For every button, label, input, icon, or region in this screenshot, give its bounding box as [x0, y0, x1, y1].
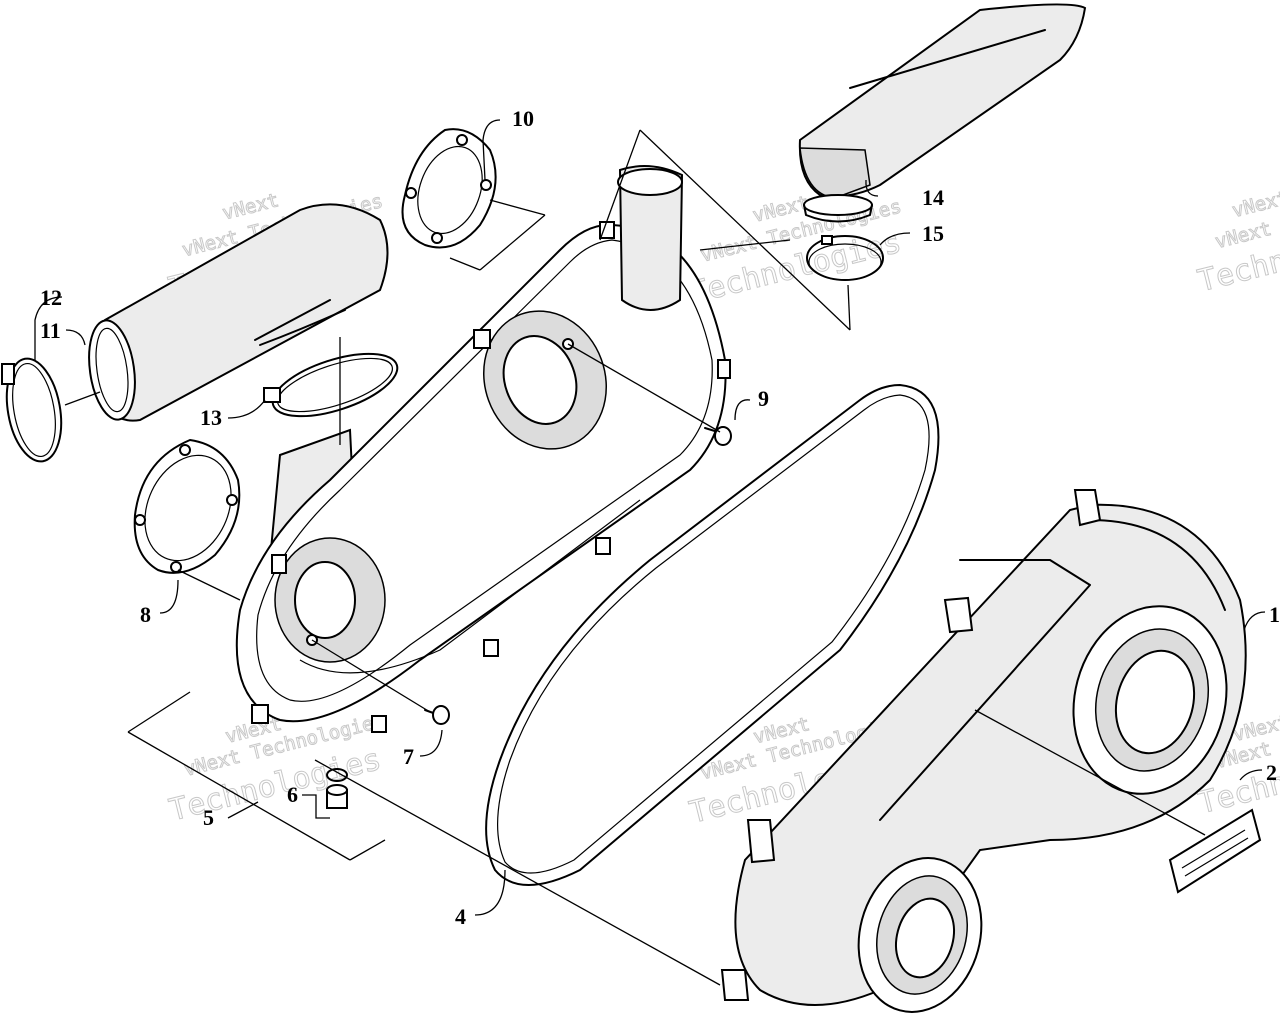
inner-clutch-cover — [235, 165, 731, 733]
callout-8: 8 — [140, 602, 151, 627]
callout-7: 7 — [403, 744, 414, 769]
callout-labels: 1 2 4 5 6 7 8 9 10 11 12 13 14 15 — [40, 106, 1280, 929]
gasket-part-8 — [133, 438, 241, 574]
callout-9: 9 — [758, 386, 769, 411]
intake-duct-part-14 — [798, 3, 1087, 223]
callout-2: 2 — [1266, 760, 1277, 785]
callout-5: 5 — [203, 805, 214, 830]
drain-plug-part-6 — [326, 768, 348, 809]
callout-10: 10 — [512, 106, 534, 131]
callout-13: 13 — [200, 405, 222, 430]
screw-part-9 — [704, 426, 732, 446]
callout-1: 1 — [1269, 602, 1280, 627]
callout-11: 11 — [40, 318, 61, 343]
decal-part-2 — [1168, 808, 1262, 894]
leader-lines — [34, 119, 1266, 916]
callout-4: 4 — [455, 904, 466, 929]
callout-6: 6 — [287, 782, 298, 807]
drive-belt-part-4 — [485, 384, 940, 886]
explosion-lines — [64, 129, 1206, 986]
outer-clutch-cover-part-1 — [720, 489, 1247, 1013]
watermark-group-2: vNext vNext Technologies Technologies — [685, 191, 905, 312]
callout-12: 12 — [40, 285, 62, 310]
clamp-part-13 — [263, 352, 399, 418]
gasket-part-10 — [401, 128, 497, 249]
screw-part-7 — [424, 705, 450, 725]
clamp-part-15 — [806, 235, 884, 281]
watermark-group-3: vNext vNext Technologies Technologies — [1194, 181, 1280, 299]
air-duct-part-11 — [88, 203, 389, 422]
clamp-part-12 — [1, 357, 63, 463]
callout-15: 15 — [922, 221, 944, 246]
callout-14: 14 — [922, 185, 944, 210]
